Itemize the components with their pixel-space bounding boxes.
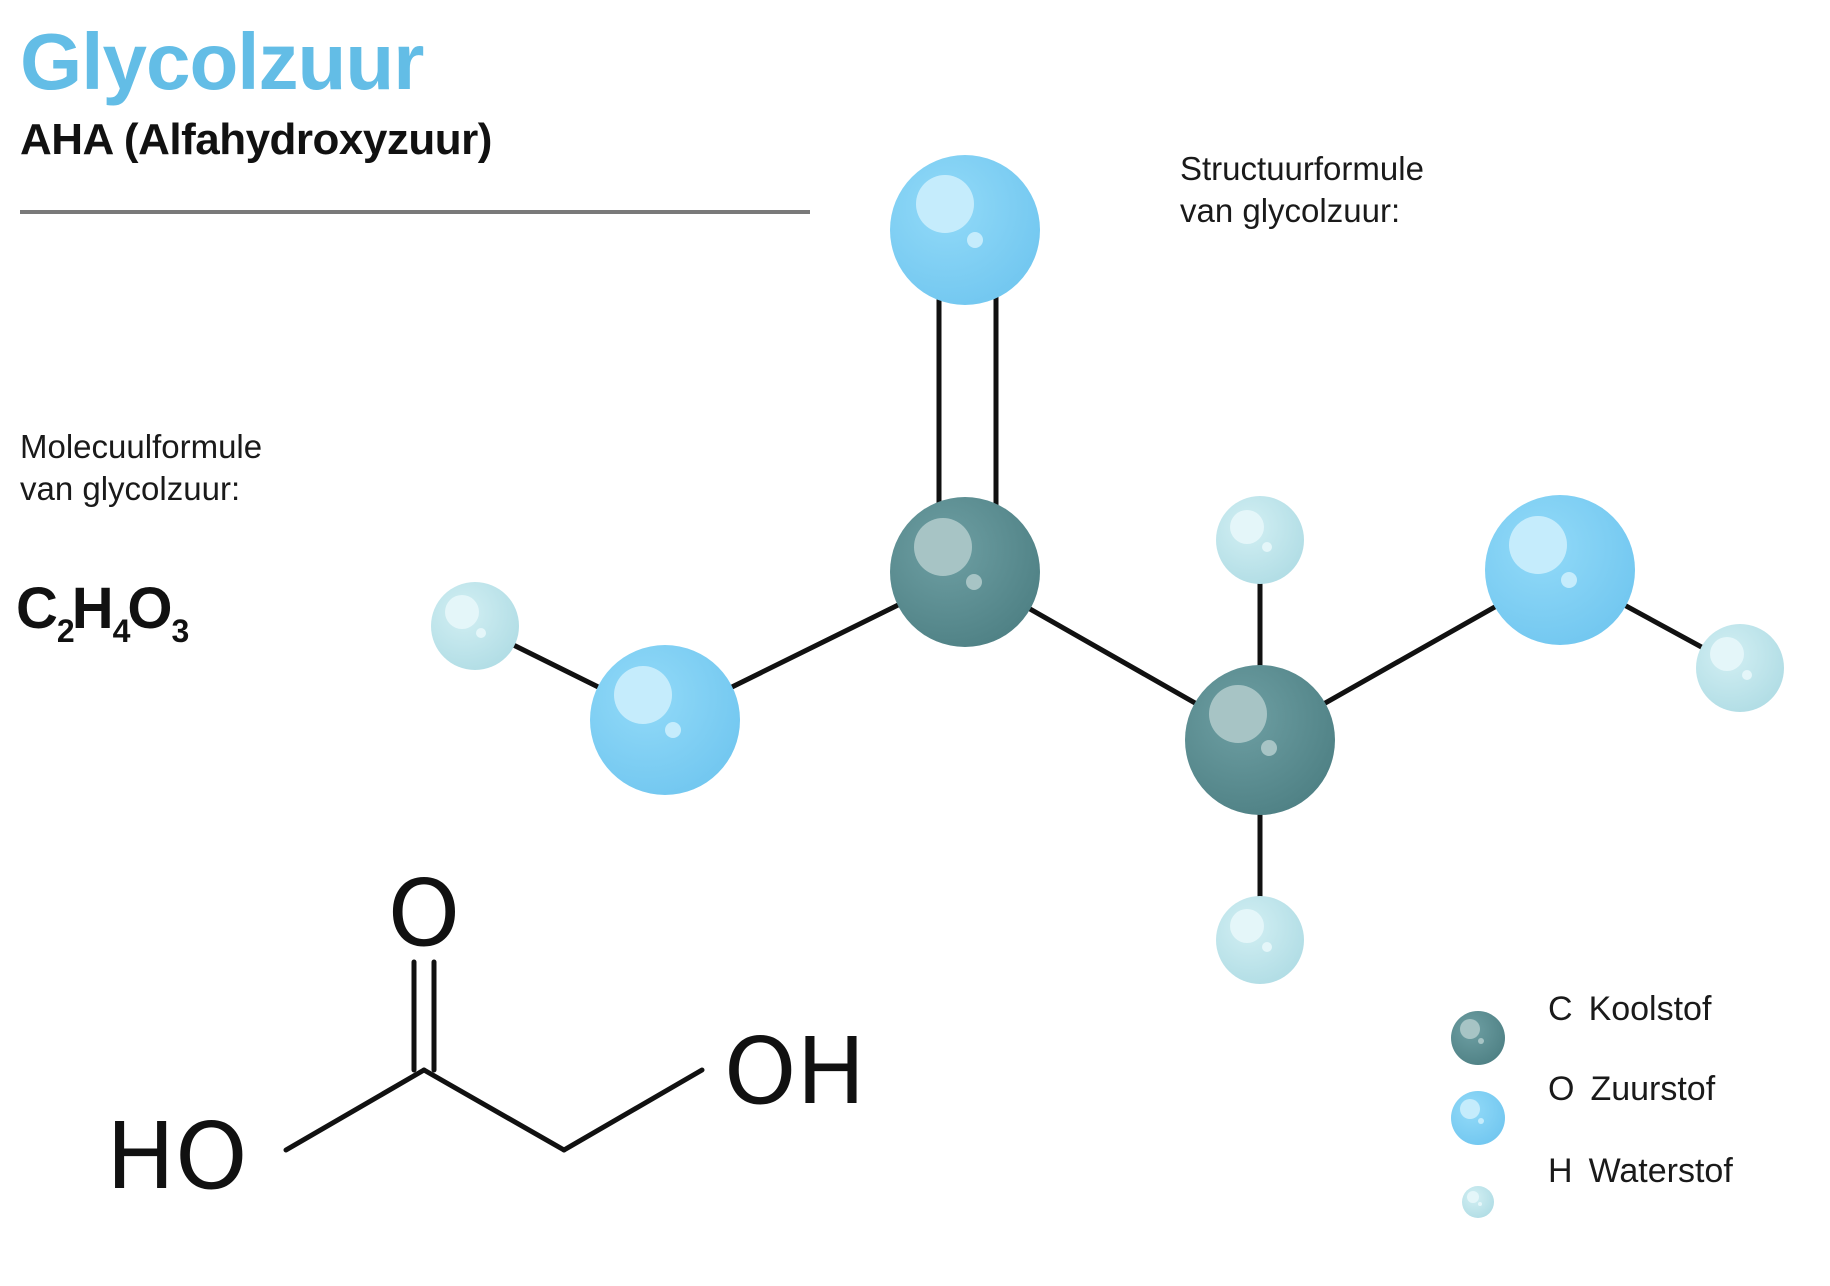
structural-formula-heading-line2: van glycolzuur: [1180, 192, 1401, 229]
skeletal-bond-oh [561, 1067, 705, 1153]
legend-oxygen-swatch [1451, 1091, 1505, 1145]
skeletal-bond-chain [421, 1067, 567, 1153]
legend-carbon-swatch [1451, 1011, 1505, 1065]
legend-name-carbon: Koolstof [1588, 990, 1712, 1028]
legend-hydrogen-swatch [1462, 1186, 1494, 1218]
legend-item-hydrogen: H Waterstof [1548, 1154, 1733, 1188]
legend-symbol-carbon: C [1548, 990, 1573, 1028]
legend-swatches [1451, 1011, 1505, 1218]
structural-formula-heading-line1: Structuurformule [1180, 150, 1424, 187]
atom-oxygen-top [890, 155, 1040, 305]
page-subtitle: AHA (Alfahydroxyzuur) [20, 115, 492, 164]
atom-hydrogen-bottom [1216, 896, 1304, 984]
formula-element-h: H [71, 576, 114, 641]
skeletal-formula: O HO OH [106, 860, 866, 1210]
atom-oxygen-left [590, 645, 740, 795]
molecular-formula-heading-line1: Molecuulformule [20, 428, 263, 465]
header-divider [20, 210, 810, 214]
legend-item-oxygen: O Zuurstof [1548, 1072, 1715, 1106]
molecular-formula-heading: Molecuulformule van glycolzuur: [20, 426, 262, 510]
legend-symbol-oxygen: O [1548, 1070, 1575, 1108]
atom-hydrogen-right [1696, 624, 1784, 712]
atom-hydrogen-top [1216, 496, 1304, 584]
molecular-formula: C2H4O3 [16, 580, 190, 649]
skeletal-label-ho: HO [106, 1103, 248, 1210]
atom-hydrogen-left [431, 582, 519, 670]
ball-model-atoms [431, 155, 1784, 984]
formula-element-o: O [127, 576, 172, 641]
page-title: Glycolzuur [20, 17, 424, 106]
legend-name-hydrogen: Waterstof [1588, 1152, 1733, 1190]
legend-symbol-hydrogen: H [1548, 1152, 1573, 1190]
atom-oxygen-right [1485, 495, 1635, 645]
structural-formula-heading: Structuurformule van glycolzuur: [1180, 148, 1424, 232]
formula-count-c: 2 [56, 613, 75, 649]
molecular-formula-heading-line2: van glycolzuur: [20, 470, 241, 507]
legend-item-carbon: C Koolstof [1548, 992, 1711, 1026]
atom-carbon-right [1185, 665, 1335, 815]
atom-carbon-center [890, 497, 1040, 647]
legend-name-oxygen: Zuurstof [1590, 1070, 1716, 1108]
skeletal-label-top-oxygen: O [388, 860, 460, 967]
formula-element-c: C [16, 576, 58, 641]
skeletal-bond-ho [283, 1067, 427, 1153]
skeletal-label-oh: OH [724, 1018, 866, 1125]
formula-count-h: 4 [112, 613, 131, 649]
formula-count-o: 3 [171, 613, 190, 649]
